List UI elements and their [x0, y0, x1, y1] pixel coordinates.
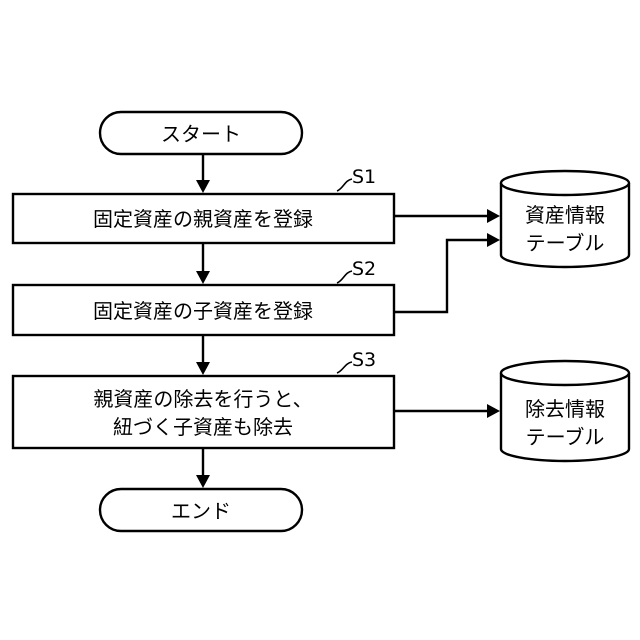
- step-s3-leader: [337, 362, 352, 373]
- database-asset-info: 資産情報 テーブル: [501, 171, 629, 267]
- step-s1-text: 固定資産の親資産を登録: [93, 207, 313, 231]
- step-s3-text-line1: 親資産の除去を行うと、: [93, 387, 312, 411]
- start-terminal: スタート: [100, 112, 302, 154]
- step-s2-id: S2: [352, 258, 376, 280]
- arrow-s2-to-s3: [196, 335, 210, 375]
- step-s1-id: S1: [352, 166, 376, 188]
- step-s2-leader: [337, 271, 352, 283]
- end-label: エンド: [171, 499, 231, 523]
- database-removal-info-line2: テーブル: [526, 425, 605, 449]
- step-s1-leader: [337, 179, 352, 191]
- step-s2-text: 固定資産の子資産を登録: [93, 299, 313, 323]
- arrow-s3-to-removal-db: [394, 404, 500, 418]
- database-asset-info-line2: テーブル: [526, 231, 605, 255]
- arrow-s3-to-end: [196, 448, 210, 488]
- step-s3-text-line2: 紐づく子資産も除去: [113, 415, 293, 439]
- database-asset-info-line1: 資産情報: [525, 203, 605, 227]
- arrow-s1-to-asset-db: [394, 209, 500, 223]
- arrow-s2-to-asset-db: [394, 233, 500, 312]
- database-removal-info-line1: 除去情報: [525, 397, 605, 421]
- database-removal-info: 除去情報 テーブル: [501, 361, 629, 461]
- end-terminal: エンド: [100, 489, 302, 531]
- arrow-s1-to-s2: [196, 243, 210, 284]
- start-label: スタート: [161, 122, 241, 146]
- step-s3-id: S3: [352, 349, 376, 371]
- arrow-start-to-s1: [196, 154, 210, 193]
